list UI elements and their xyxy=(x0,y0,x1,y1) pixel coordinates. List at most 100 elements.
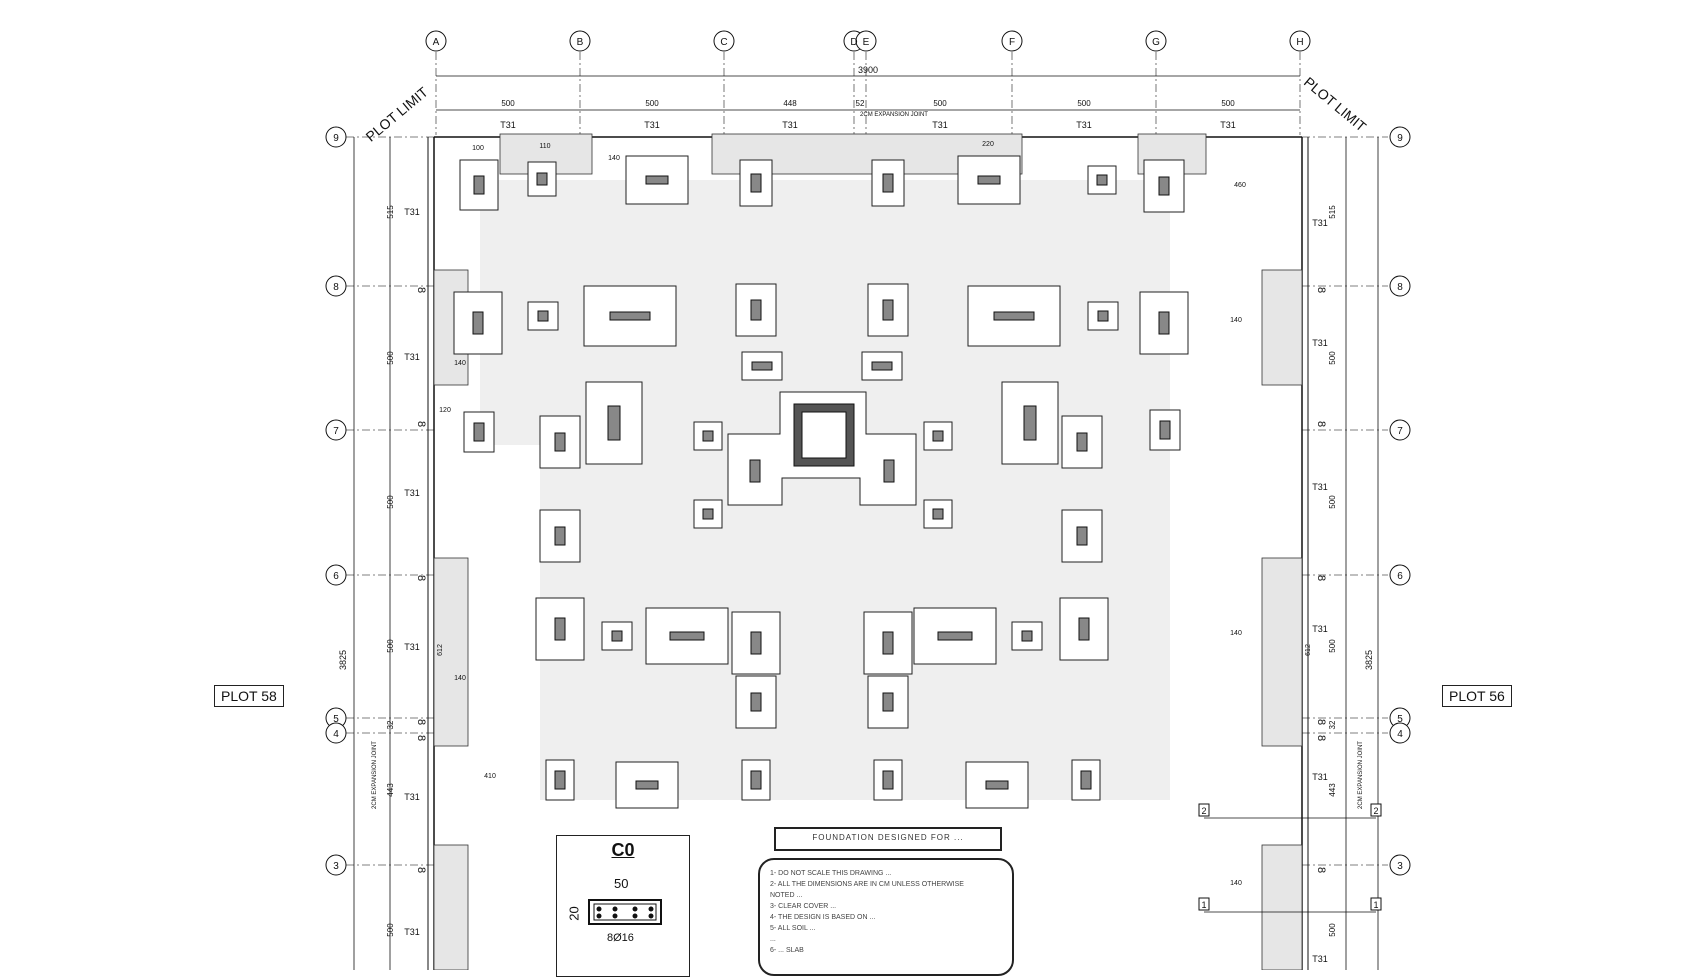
grid-label-4: 4 xyxy=(1397,729,1403,740)
column xyxy=(750,770,762,790)
footing-dim: 120 xyxy=(439,407,451,414)
footing-dim: 140 xyxy=(1230,880,1242,887)
tie-beam-tag: T31 xyxy=(404,792,420,802)
column xyxy=(473,175,485,195)
column xyxy=(554,617,566,641)
legend-title: C0 xyxy=(611,840,635,860)
row-spacing-left: 500 xyxy=(386,923,395,937)
col-spacing-dim: 448 xyxy=(783,99,797,108)
row-spacing-left: 500 xyxy=(386,639,395,653)
row-spacing-left: 500 xyxy=(386,495,395,509)
wall-marker-8: 8 xyxy=(1315,867,1327,873)
column xyxy=(1076,432,1088,452)
note-line: 5- ALL SOIL ... xyxy=(770,925,816,932)
grid-label-8: 8 xyxy=(333,282,339,293)
column xyxy=(751,361,773,371)
tie-beam-tag: T31 xyxy=(1312,218,1328,228)
footing-dim: 140 xyxy=(1230,630,1242,637)
expansion-joint-label-right: 2CM EXPANSION JOINT xyxy=(1358,741,1364,809)
row-spacing-right: 32 xyxy=(1328,720,1337,729)
wall-marker-8: 8 xyxy=(415,421,427,427)
grid-label-5: 5 xyxy=(333,714,339,725)
column xyxy=(1021,630,1033,642)
note-line: 2- ALL THE DIMENSIONS ARE IN CM UNLESS O… xyxy=(770,881,964,888)
column xyxy=(750,299,762,321)
column xyxy=(1159,420,1171,440)
col-spacing-dim: 500 xyxy=(1221,99,1235,108)
grid-label-C: C xyxy=(720,37,727,48)
col-spacing-dim: 500 xyxy=(501,99,515,108)
wall-marker-8: 8 xyxy=(1315,719,1327,725)
footings xyxy=(453,155,1189,809)
legend-height: 20 xyxy=(566,906,582,921)
note-line: 1- DO NOT SCALE THIS DRAWING ... xyxy=(770,870,892,877)
wall-marker-8: 8 xyxy=(1315,287,1327,293)
footing-dim: 140 xyxy=(454,360,466,367)
column xyxy=(1080,770,1092,790)
tie-beam-tag: T31 xyxy=(404,352,420,362)
column xyxy=(473,422,485,442)
note-line: 4- THE DESIGN IS BASED ON ... xyxy=(770,914,876,921)
dimension-lines xyxy=(353,75,1379,970)
isolated-footing xyxy=(583,285,677,347)
tie-beam-tag: T31 xyxy=(1312,954,1328,964)
notes-title: FOUNDATION DESIGNED FOR ... xyxy=(774,827,1002,851)
plot-limit-label-right: PLOT LIMIT xyxy=(1301,74,1370,135)
wall-marker-8: 8 xyxy=(415,575,427,581)
footing-dim: 100 xyxy=(472,145,484,152)
footing-dim: 110 xyxy=(539,143,550,150)
grid-bubble-E xyxy=(855,30,877,52)
strip-footing xyxy=(433,557,469,747)
column xyxy=(1097,310,1109,322)
col-spacing-dim: 500 xyxy=(645,99,659,108)
wall-marker-8: 8 xyxy=(415,719,427,725)
grid-bubble-8-right xyxy=(1389,275,1411,297)
grid-label-A: A xyxy=(433,37,440,48)
tie-beam-tag: T31 xyxy=(1312,338,1328,348)
legend-width: 50 xyxy=(614,876,629,891)
column xyxy=(750,631,762,655)
overall-width-dim: 3900 xyxy=(858,65,878,75)
section-marker-left xyxy=(1198,897,1210,911)
note-line: ... xyxy=(770,936,776,943)
column xyxy=(554,770,566,790)
tie-beam-tag: T31 xyxy=(404,927,420,937)
strip-footing xyxy=(433,269,469,386)
grid-bubble-4-left xyxy=(325,722,347,744)
footing-dim: 220 xyxy=(982,141,994,148)
section-marker-left xyxy=(1198,803,1210,817)
grid-bubble-A xyxy=(425,30,447,52)
column xyxy=(607,405,621,441)
footing-dim: 140 xyxy=(454,675,466,682)
plot-limit-label-left: PLOT LIMIT xyxy=(363,83,432,144)
grid-bubble-4-right xyxy=(1389,722,1411,744)
plot-58-label: PLOT 58 xyxy=(214,685,284,707)
grid-label-6: 6 xyxy=(1397,571,1403,582)
column xyxy=(554,432,566,452)
tie-beam-tag: T31 xyxy=(932,120,948,130)
column xyxy=(937,631,973,641)
tie-beam-tag: T31 xyxy=(500,120,516,130)
column xyxy=(1158,176,1170,196)
grid-bubble-3-right xyxy=(1389,854,1411,876)
column xyxy=(1096,174,1108,186)
strip-footing xyxy=(1261,269,1303,386)
strip-footing xyxy=(1261,844,1303,970)
wall-marker-8: 8 xyxy=(415,867,427,873)
grid-bubble-F xyxy=(1001,30,1023,52)
grid-bubble-9-left xyxy=(325,126,347,148)
boundary-walls xyxy=(427,133,1309,970)
grid-bubble-B xyxy=(569,30,591,52)
tie-beam-tag: T31 xyxy=(1312,624,1328,634)
tie-beam-tag: T31 xyxy=(644,120,660,130)
column xyxy=(883,459,895,483)
row-spacing-left: 515 xyxy=(386,205,395,219)
row-spacing-right: 500 xyxy=(1328,495,1337,509)
column xyxy=(702,430,714,442)
grid-label-9: 9 xyxy=(1397,133,1403,144)
column xyxy=(669,631,705,641)
grid-bubble-6-right xyxy=(1389,564,1411,586)
grid-bubble-3-left xyxy=(325,854,347,876)
legend-rebar: 8Ø16 xyxy=(607,932,634,944)
footing-dim: 460 xyxy=(1234,182,1246,189)
